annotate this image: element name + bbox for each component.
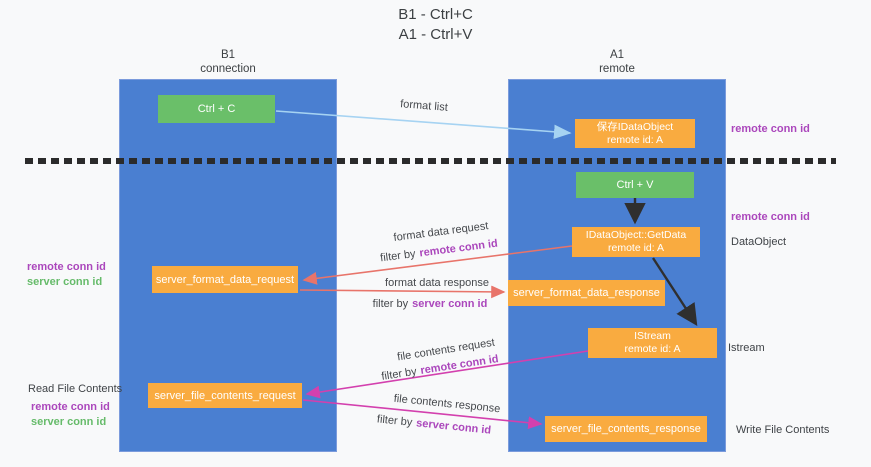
annotation-istream: Istream [728,342,765,354]
node-getdata-line1: IDataObject::GetData [585,229,687,241]
lane-header-left: B1 connection [119,48,337,76]
filter-key-server-conn-id: server conn id [415,417,492,437]
node-save-idataobject-line2: remote id: A [606,133,664,146]
title-line-a1: A1 - Ctrl+V [398,26,473,43]
filter-by-text: filter by [376,413,413,429]
lane-left-name: B1 [220,49,236,61]
node-ctrl-v: Ctrl + V [576,172,694,198]
filter-key-remote-conn-id: remote conn id [418,237,499,260]
node-server-file-contents-request: server_file_contents_request [148,383,302,408]
diagram-title: B1 - Ctrl+C A1 - Ctrl+V [0,5,871,45]
lane-right-name: A1 [609,49,625,61]
annotation-server-conn-id-top-left: server conn id [27,276,103,288]
node-istream-line1: IStream [634,330,671,342]
filter-by-text: filter by [380,365,418,383]
filter-by-text: filter by [379,248,417,265]
edge-label-format-list: format list [399,98,449,114]
node-save-idataobject-line1: 保存IDataObject [596,120,674,133]
annotation-remote-conn-id-top-right: remote conn id [731,123,810,135]
lane-right-role: remote [599,63,635,75]
title-line-b1: B1 - Ctrl+C [398,6,473,23]
node-server-file-contents-response: server_file_contents_response [545,416,707,442]
node-istream-line2: remote id: A [624,343,681,355]
annotation-remote-conn-id-top-left: remote conn id [27,261,106,273]
annotation-remote-conn-id-mid-right: remote conn id [731,211,810,223]
lane-left-role: connection [200,63,256,75]
annotation-read-file-contents: Read File Contents [28,383,123,395]
node-server-format-data-request: server_format_data_request [152,266,298,293]
node-ctrl-c: Ctrl + C [158,95,275,123]
annotation-remote-conn-id-bottom-left: remote conn id [31,401,110,413]
edge-label-format-data-response: format data response [385,277,489,289]
node-getdata-line2: remote id: A [607,242,665,254]
annotation-dataobject: DataObject [731,236,787,248]
lane-header-right: A1 remote [508,48,726,76]
annotation-server-conn-id-bottom-left: server conn id [31,416,107,428]
node-save-idataobject: 保存IDataObject remote id: A [575,119,695,148]
node-idataobject-getdata: IDataObject::GetData remote id: A [572,227,700,257]
edge-label-file-contents-response: file contents response [393,392,501,416]
annotation-write-file-contents: Write File Contents [736,424,830,436]
filter-key-server-conn-id: server conn id [412,298,488,310]
node-istream: IStream remote id: A [588,328,717,358]
node-server-format-data-response: server_format_data_response [508,280,665,306]
filter-by-text: filter by [372,298,409,310]
